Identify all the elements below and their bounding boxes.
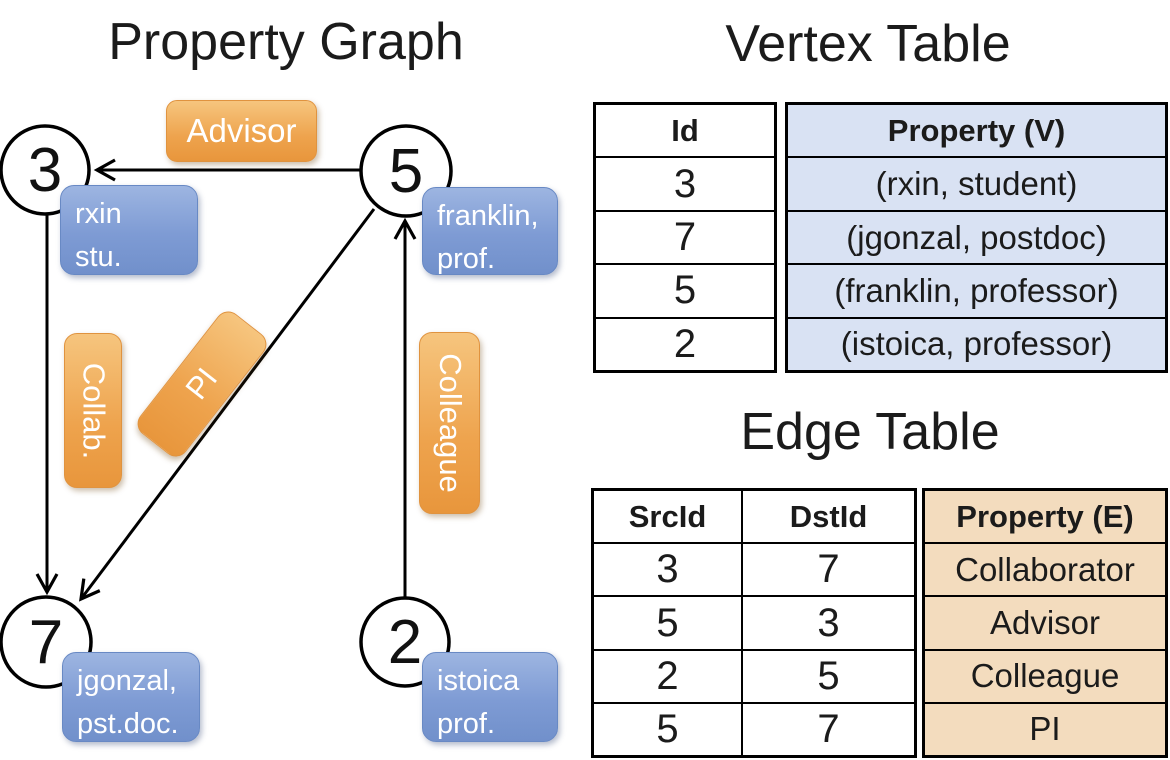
edge-table-property-column: Property (E) Collaborator Advisor Collea…	[922, 488, 1168, 758]
table-cell: 2	[596, 316, 774, 370]
edge-label-colleague: Colleague	[419, 332, 480, 514]
edge-label-pi-text: PI	[178, 361, 225, 407]
edge-table-header-property: Property (E)	[956, 498, 1134, 534]
node-property-box-7: jgonzal, pst.doc.	[62, 652, 200, 742]
property-line: franklin,	[437, 200, 539, 232]
node-property-box-3: rxin stu.	[60, 185, 198, 275]
edge-table-header-srcid: SrcId	[628, 498, 707, 534]
table-cell: (rxin, student)	[788, 156, 1165, 209]
vertex-table-header-property: Property (V)	[887, 112, 1066, 148]
edge-table-dstid-column: DstId 7 3 5 7	[741, 491, 914, 755]
node-label-5: 5	[388, 136, 424, 206]
vertex-table-property-column: Property (V) (rxin, student) (jgonzal, p…	[785, 102, 1168, 373]
table-cell: 3	[743, 595, 914, 648]
edge-label-collab-text: Collab.	[76, 362, 111, 459]
property-line: istoica	[437, 665, 520, 697]
edge-label-advisor: Advisor	[166, 100, 317, 162]
table-cell: 7	[743, 542, 914, 595]
vertex-table-header-id: Id	[671, 112, 699, 148]
property-line: stu.	[75, 241, 122, 273]
table-cell: Colleague	[925, 648, 1165, 702]
edge-table-header-dstid: DstId	[789, 498, 868, 534]
node-property-box-2: istoica prof.	[422, 652, 558, 742]
table-cell: (istoica, professor)	[788, 316, 1165, 370]
table-cell: 2	[594, 648, 741, 702]
node-label-3: 3	[27, 135, 63, 205]
edge-label-advisor-text: Advisor	[186, 112, 297, 149]
node-label-7: 7	[28, 607, 64, 677]
edge-label-collab: Collab.	[64, 333, 122, 488]
vertex-table-id-column: Id 3 7 5 2	[593, 102, 777, 373]
vertex-table-title: Vertex Table	[725, 15, 1011, 73]
property-line: prof.	[437, 708, 496, 740]
table-cell: (franklin, professor)	[788, 263, 1165, 316]
property-line: jgonzal,	[77, 665, 177, 697]
table-cell: (jgonzal, postdoc)	[788, 209, 1165, 263]
table-cell: 7	[743, 701, 914, 755]
edge-table-srcid-column: SrcId 3 5 2 5	[594, 491, 741, 755]
node-property-box-5: franklin, prof.	[422, 187, 558, 275]
node-label-2: 2	[387, 607, 423, 677]
edge-table-title: Edge Table	[740, 403, 1000, 461]
table-cell: 3	[594, 542, 741, 595]
table-cell: 5	[743, 648, 914, 702]
property-line: prof.	[437, 243, 496, 275]
edge-table-src-dst-columns: SrcId 3 5 2 5 DstId 7 3 5 7	[591, 488, 917, 758]
table-cell: Advisor	[925, 595, 1165, 648]
property-line: rxin	[75, 198, 122, 230]
property-graph-title: Property Graph	[108, 13, 464, 71]
property-line: pst.doc.	[77, 708, 179, 740]
table-cell: PI	[925, 701, 1165, 755]
table-cell: 5	[594, 595, 741, 648]
edge-pi-5-to-7	[79, 208, 376, 602]
edge-label-colleague-text: Colleague	[432, 353, 468, 493]
table-cell: 3	[596, 156, 774, 209]
table-cell: Collaborator	[925, 542, 1165, 595]
table-cell: 5	[596, 263, 774, 316]
table-cell: 7	[596, 209, 774, 263]
table-cell: 5	[594, 701, 741, 755]
